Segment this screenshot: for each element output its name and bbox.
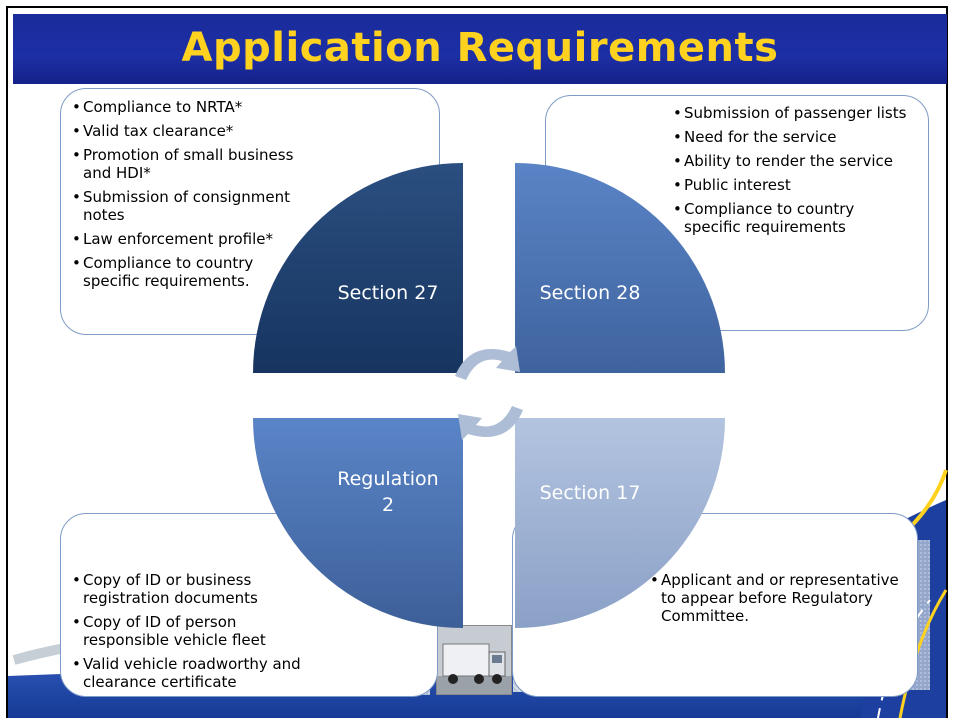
section-17-requirements: Applicant and or representative to appea… xyxy=(650,571,912,631)
section-28-label: Section 28 xyxy=(539,282,641,304)
list-item: Valid vehicle roadworthy and clearance c… xyxy=(72,655,338,691)
page-title: Application Requirements xyxy=(181,25,779,71)
truck-photo xyxy=(436,625,512,695)
list-item: Copy of ID or business registration docu… xyxy=(72,571,303,607)
regulation-2-label-line2: 2 xyxy=(381,494,395,516)
list-item: Valid tax clearance* xyxy=(72,122,372,140)
list-item: Need for the service xyxy=(673,128,923,146)
list-item: Compliance to NRTA* xyxy=(72,98,372,116)
list-item: Compliance to country specific requireme… xyxy=(673,200,884,236)
list-item: Ability to render the service xyxy=(673,152,923,170)
list-item: Copy of ID of person responsible vehicle… xyxy=(72,613,303,649)
section-27-requirements: Compliance to NRTA* Valid tax clearance*… xyxy=(72,98,372,296)
list-item: Compliance to country specific requireme… xyxy=(72,254,273,290)
list-item: Submission of passenger lists xyxy=(673,104,923,122)
regulation-2-quadrant xyxy=(253,418,463,628)
regulation-2-requirements: Copy of ID or business registration docu… xyxy=(72,571,327,697)
section-28-quadrant xyxy=(515,163,725,373)
section-17-label: Section 17 xyxy=(539,482,641,504)
refresh-cycle-icon xyxy=(455,346,523,440)
title-bar: Application Requirements xyxy=(13,14,947,84)
list-item: Public interest xyxy=(673,176,923,194)
list-item: Applicant and or representative to appea… xyxy=(650,571,912,625)
regulation-2-label: Regulation 2 xyxy=(318,466,458,518)
frame-top xyxy=(6,6,948,8)
list-item: Submission of consignment notes xyxy=(72,188,313,224)
section-17-quadrant xyxy=(515,418,725,628)
section-28-requirements: Submission of passenger lists Need for t… xyxy=(673,104,923,242)
regulation-2-label-line1: Regulation xyxy=(337,468,439,490)
list-item: Law enforcement profile* xyxy=(72,230,372,248)
frame-left xyxy=(6,6,8,718)
section-27-label: Section 27 xyxy=(337,282,439,304)
section-27-quadrant xyxy=(253,163,463,373)
list-item: Promotion of small business and HDI* xyxy=(72,146,313,182)
frame-right xyxy=(946,6,948,718)
